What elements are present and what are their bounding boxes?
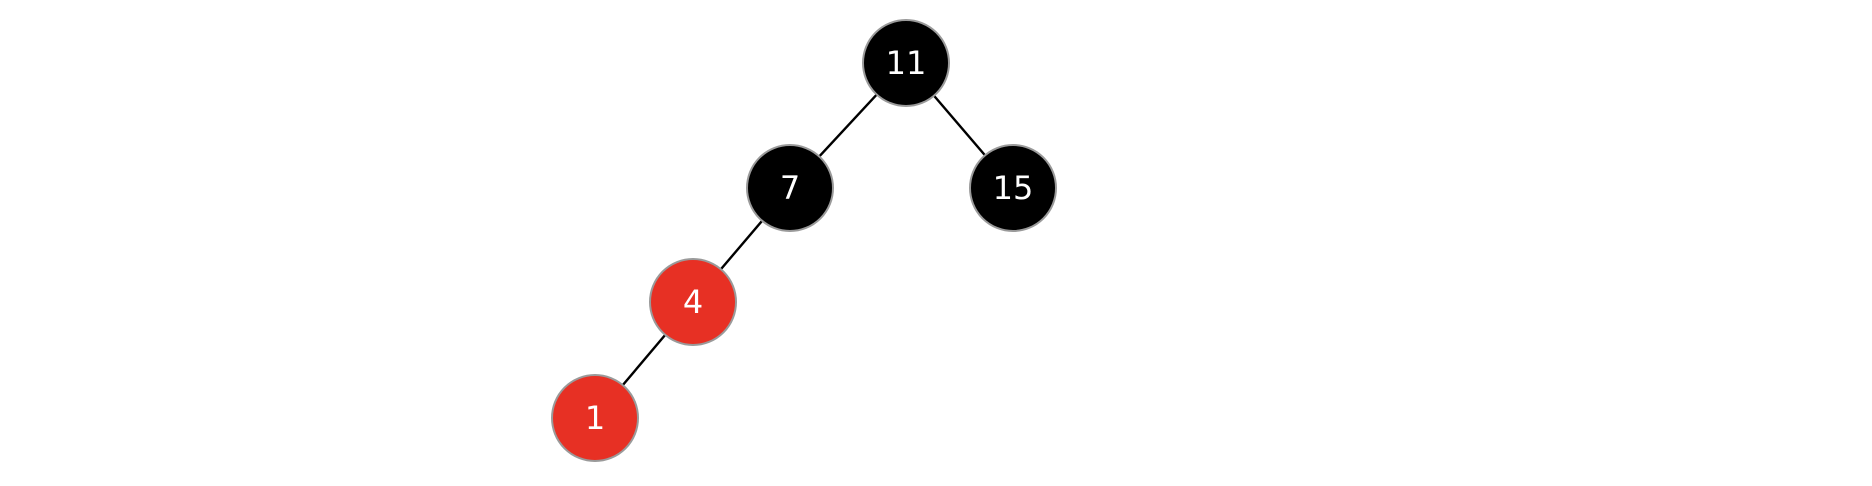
node-circle-15 [969,144,1057,232]
node-circle-11 [862,19,950,107]
node-circle-7 [746,144,834,232]
tree-node-1: 1 [551,374,639,462]
node-label-7: 7 [780,169,800,207]
node-label-1: 1 [585,399,605,437]
tree-nodes: 11 7 15 4 1 [551,19,1057,462]
tree-node-7: 7 [746,144,834,232]
tree-node-11: 11 [862,19,950,107]
node-circle-4 [649,258,737,346]
tree-edges [594,62,1014,419]
node-circle-1 [551,374,639,462]
node-label-11: 11 [886,44,927,82]
tree-node-15: 15 [969,144,1057,232]
node-label-4: 4 [683,283,703,321]
node-label-15: 15 [993,169,1034,207]
tree-node-4: 4 [649,258,737,346]
